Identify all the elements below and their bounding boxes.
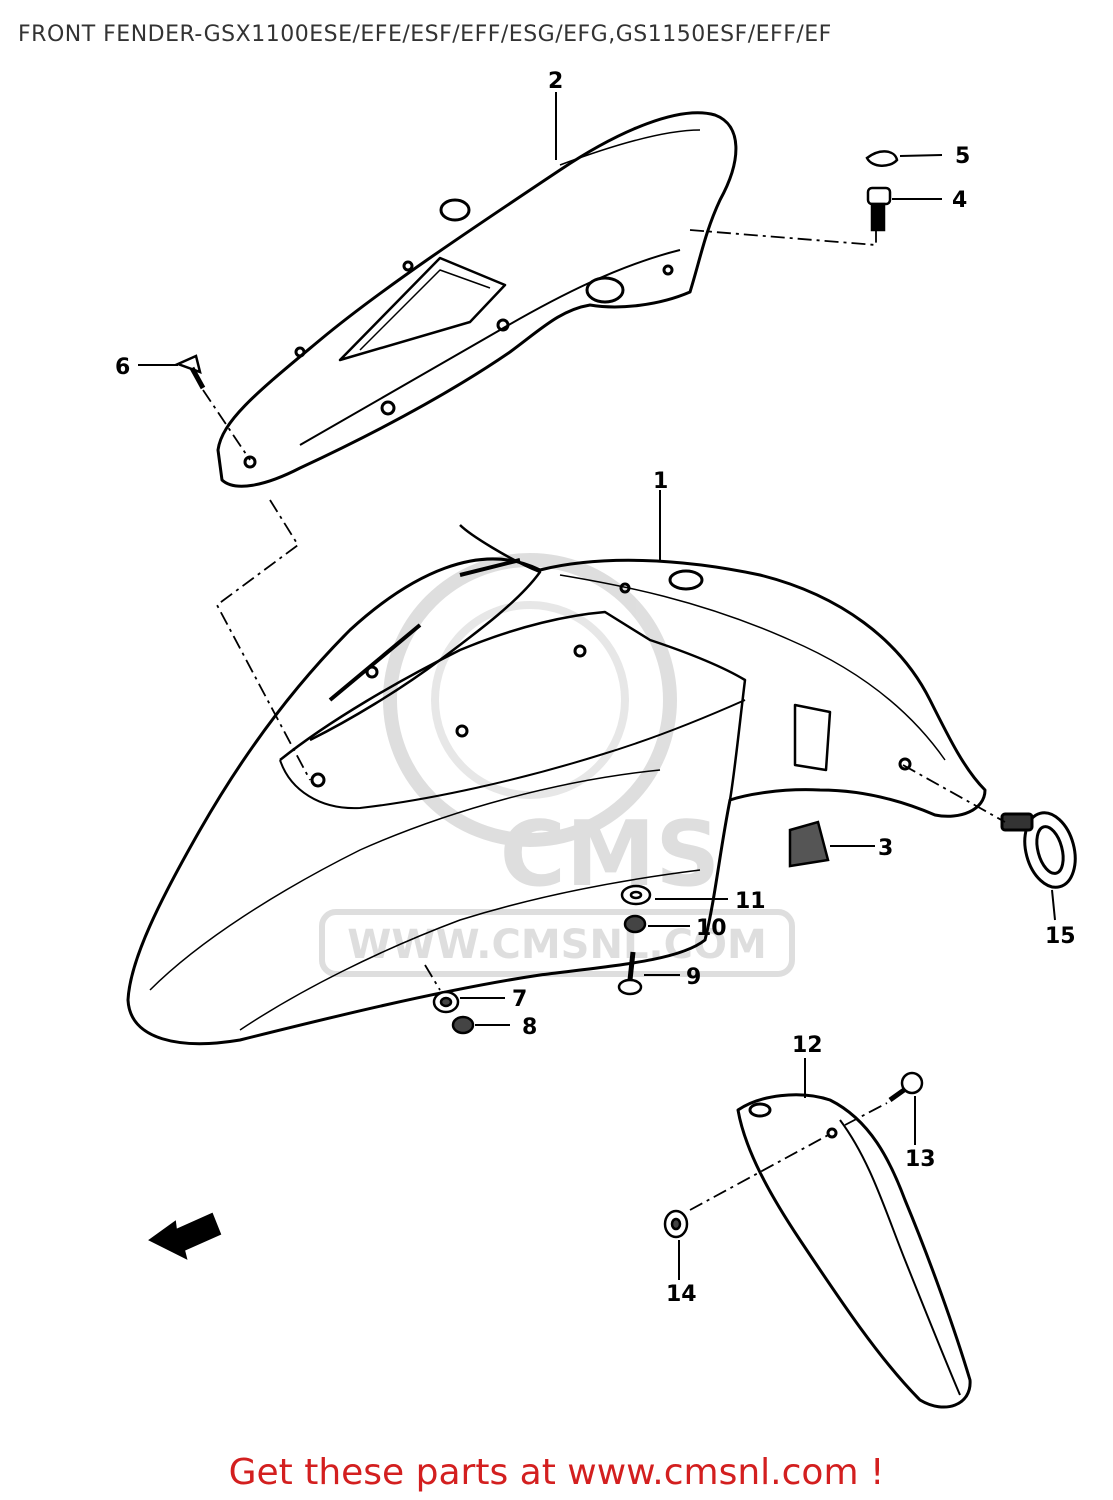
callout-14: 14 [666, 1282, 697, 1307]
callout-13: 13 [905, 1147, 936, 1172]
callout-9: 9 [686, 965, 701, 990]
footer-cta[interactable]: Get these parts at www.cmsnl.com ! [0, 1452, 1113, 1493]
part-10-nut [623, 914, 647, 934]
part-2-upper-fender-cover [216, 111, 738, 488]
leader-lines [138, 92, 1056, 1280]
callout-11: 11 [735, 889, 766, 914]
watermark-emblem [383, 553, 677, 847]
assembly-lines [202, 229, 1006, 1211]
part-3-reflector-pad [788, 820, 830, 868]
callout-3: 3 [878, 836, 893, 861]
callout-7: 7 [512, 987, 527, 1012]
part-13-bolt [888, 1071, 924, 1103]
callout-2: 2 [548, 69, 563, 94]
exploded-parts-diagram: CMS WWW.CMSNL.COM [115, 69, 1077, 1409]
callout-4: 4 [952, 188, 967, 213]
part-9-screw [617, 951, 643, 996]
callout-6: 6 [115, 355, 130, 380]
part-6-screw [174, 354, 206, 390]
callout-10: 10 [696, 916, 727, 941]
watermark-brand: CMS [500, 802, 720, 907]
callout-5: 5 [955, 144, 970, 169]
part-1-front-fender [126, 524, 987, 1046]
part-11-washer [620, 884, 652, 906]
callout-8: 8 [522, 1015, 537, 1040]
front-direction-arrow-icon [148, 1212, 222, 1260]
part-7-collar [432, 990, 460, 1014]
part-5-cap [865, 150, 899, 167]
callout-labels: 1 2 3 4 5 6 7 8 9 10 11 12 13 14 15 [115, 69, 1076, 1307]
callout-15: 15 [1045, 924, 1076, 949]
callout-1: 1 [653, 469, 668, 494]
callout-12: 12 [792, 1033, 823, 1058]
part-4-bolt [866, 186, 892, 232]
part-15-grommet-clip [1000, 811, 1077, 889]
part-14-nut [663, 1209, 689, 1239]
part-12-mud-flap [736, 1093, 972, 1409]
watermark-emblem-inner [431, 601, 629, 799]
part-8-nut [451, 1015, 475, 1035]
page-title: FRONT FENDER-GSX1100ESE/EFE/ESF/EFF/ESG/… [18, 22, 832, 47]
footer-link[interactable]: Get these parts at www.cmsnl.com ! [228, 1452, 885, 1493]
